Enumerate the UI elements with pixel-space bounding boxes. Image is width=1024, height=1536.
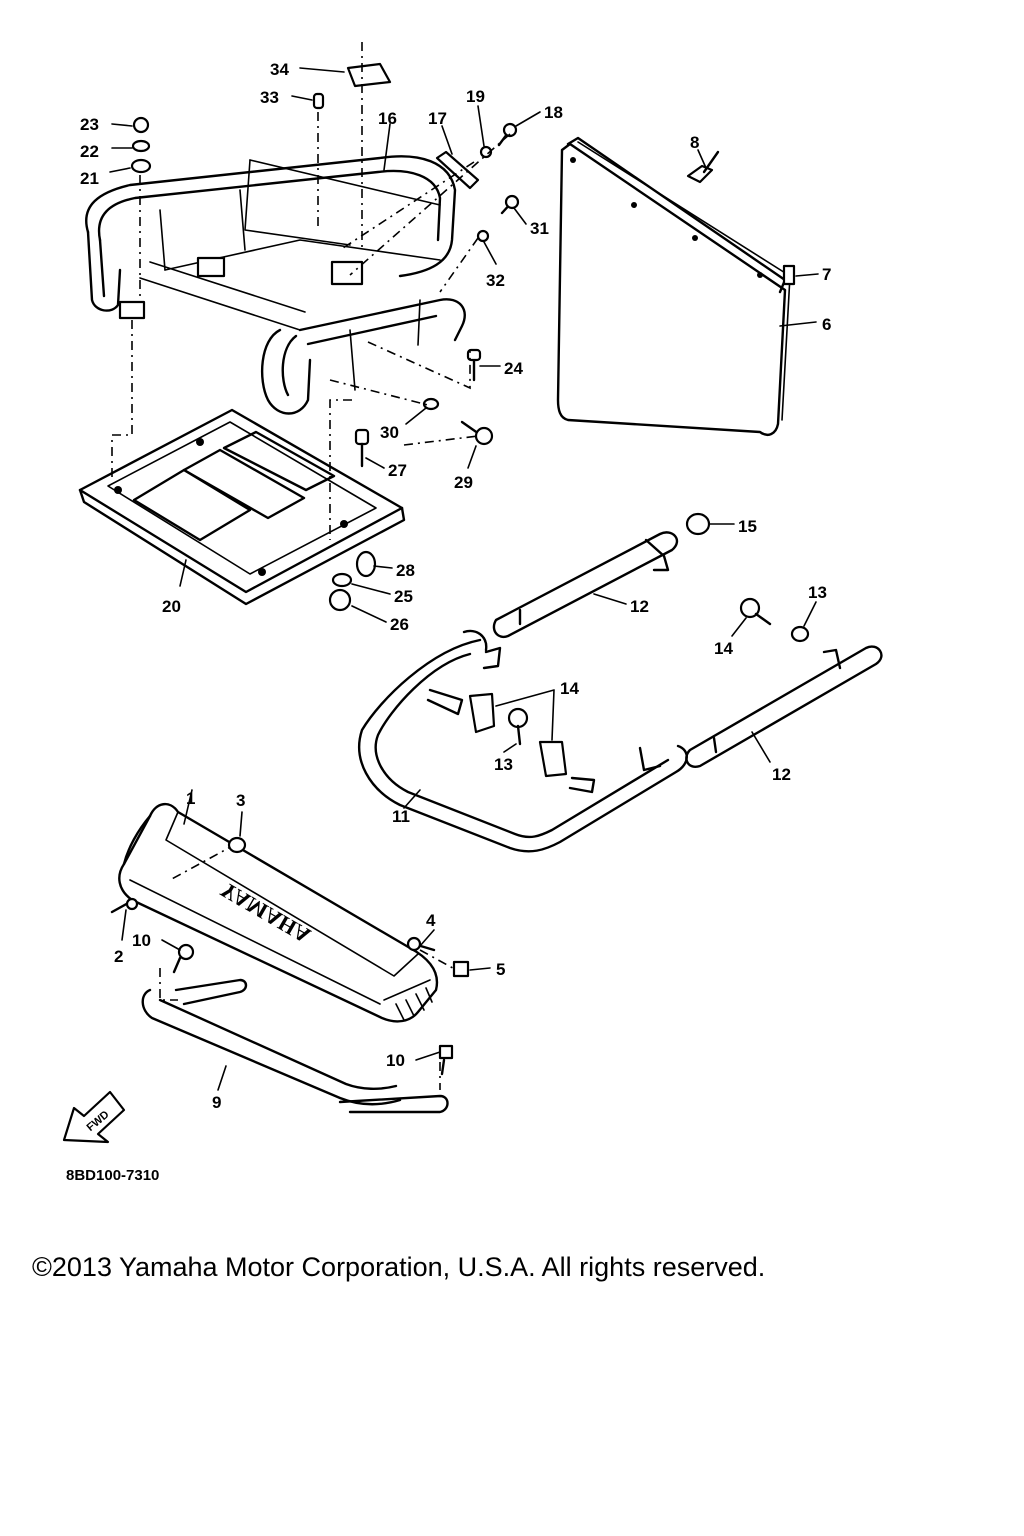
callout-28: 26 (390, 615, 409, 634)
callout-29: 27 (388, 461, 407, 480)
front-bumper: YAMAHA (110, 803, 470, 1023)
callout-14: 14 (714, 639, 733, 658)
bumper-brand-mark: YAMAHA (216, 877, 315, 948)
pin-35 (312, 92, 325, 110)
callout-26: 24 (504, 359, 523, 378)
pad-36 (346, 62, 392, 88)
fasteners-23-25 (130, 116, 152, 174)
callout-10-upper: 10 (132, 931, 151, 950)
part-code: 8BD100-7310 (66, 1167, 159, 1184)
fasteners-26-32 (354, 348, 494, 468)
callout-3: 3 (236, 791, 245, 810)
fwd-arrow: FWD (62, 1090, 126, 1144)
callout-24: 22 (80, 142, 99, 161)
callout-16: 14 (560, 679, 579, 698)
bumper-bar (141, 978, 454, 1114)
assembly-lines (111, 42, 511, 1090)
callout-20: 18 (544, 103, 563, 122)
brackets-13-16 (468, 597, 810, 778)
callout-12-right: 12 (772, 765, 791, 784)
callout-27: 25 (394, 587, 413, 606)
callout-15: 13 (808, 583, 827, 602)
callout-32: 30 (380, 423, 399, 442)
callout-1: 1 (186, 789, 195, 808)
callout-numbers: 34 33 23 22 21 16 17 19 18 8 31 32 7 6 2… (80, 60, 831, 1112)
callout-5: 5 (496, 960, 505, 979)
callout-13: 13 (494, 755, 513, 774)
fasteners-19-21 (435, 122, 520, 243)
callout-11: 11 (392, 807, 410, 826)
callout-9: 9 (212, 1093, 221, 1112)
panel (556, 136, 796, 436)
callout-12-top: 12 (630, 597, 649, 616)
rear-rack (85, 155, 466, 415)
copyright-notice: ©2013 Yamaha Motor Corporation, U.S.A. A… (32, 1252, 766, 1282)
leader-lines (109, 67, 819, 1091)
callout-10-lower: 10 (386, 1051, 405, 1070)
fasteners-27-30 (328, 550, 377, 612)
callout-6: 6 (822, 315, 831, 334)
callout-33: 31 (530, 219, 549, 238)
callout-18: 16 (378, 109, 397, 128)
callout-34: 32 (486, 271, 505, 290)
callout-17: 15 (738, 517, 757, 536)
callout-23: 21 (80, 169, 99, 188)
guard-frame (358, 512, 883, 853)
callout-7: 7 (822, 265, 831, 284)
callout-35: 33 (260, 88, 279, 107)
callout-21: 19 (466, 87, 485, 106)
callout-2: 2 (114, 947, 123, 966)
callout-8: 8 (690, 133, 699, 152)
carrier-plate (78, 408, 406, 606)
callout-36: 34 (270, 60, 289, 79)
callout-31: 29 (454, 473, 473, 492)
callout-25: 23 (80, 115, 99, 134)
callout-4: 4 (426, 911, 436, 930)
callout-30: 28 (396, 561, 415, 580)
callout-19: 17 (428, 109, 447, 128)
callout-22: 20 (162, 597, 181, 616)
